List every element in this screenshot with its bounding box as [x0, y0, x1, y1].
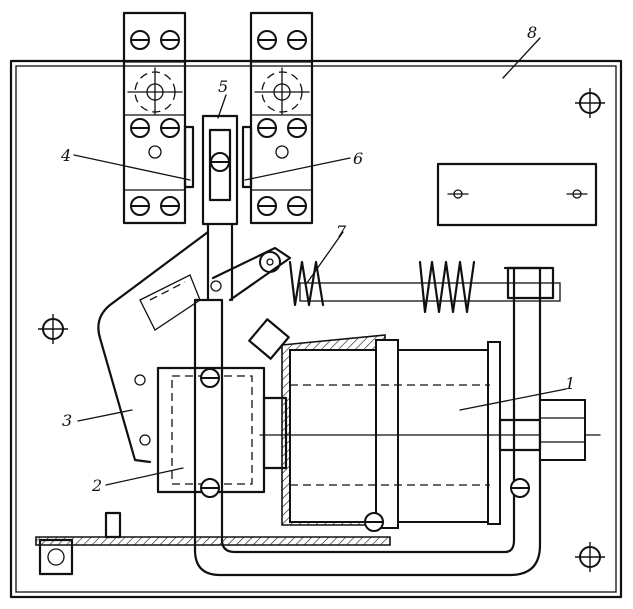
label-3: 3 — [62, 411, 72, 430]
armature — [97, 230, 210, 464]
label-1: 1 — [565, 374, 575, 393]
moving-contact — [201, 114, 239, 302]
right-fixed-contact — [241, 11, 314, 225]
bottom-busbar — [35, 511, 391, 576]
left-fixed-contact — [122, 11, 195, 225]
callout-labels: 8 5 4 6 7 1 3 2 — [60, 23, 575, 495]
leader-lines — [73, 37, 567, 486]
coil — [259, 334, 601, 529]
label-6: 6 — [353, 149, 363, 168]
label-7: 7 — [336, 222, 347, 241]
label-5: 5 — [218, 77, 228, 96]
label-8: 8 — [527, 23, 537, 42]
nameplate — [436, 162, 598, 227]
label-2: 2 — [91, 476, 102, 495]
label-4: 4 — [60, 146, 71, 165]
base-plate — [9, 59, 623, 599]
